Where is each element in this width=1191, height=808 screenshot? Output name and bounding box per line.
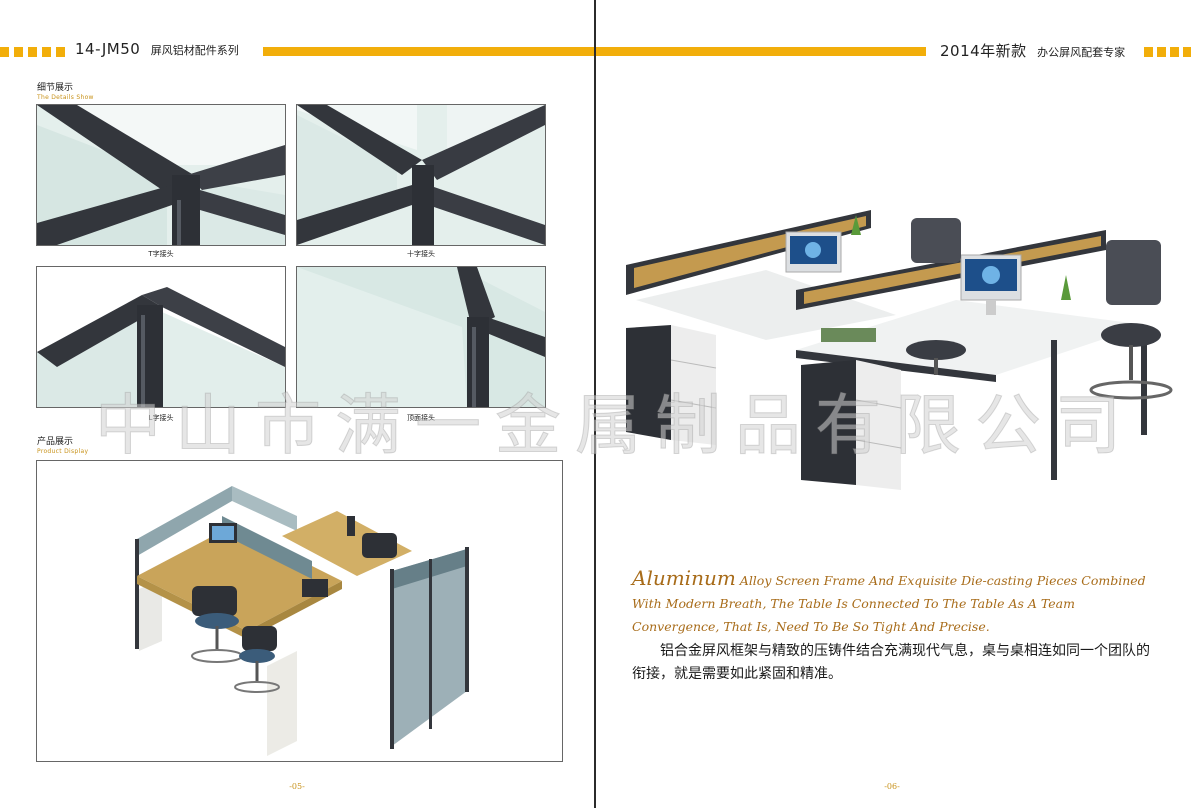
english-lead-word: Aluminum bbox=[632, 566, 736, 590]
chinese-description: 铝合金屏风框架与精致的压铸件结合充满现代气息，桌与桌相连如同一个团队的衔接，就是… bbox=[632, 640, 1162, 686]
header-square bbox=[28, 47, 37, 57]
company-watermark: 中山市满一金属制品有限公司 bbox=[95, 387, 1135, 465]
header-square bbox=[0, 47, 9, 57]
product-title: 产品展示 bbox=[37, 437, 74, 447]
series-title: 屏风铝材配件系列 bbox=[150, 44, 239, 57]
header-square bbox=[1170, 47, 1179, 57]
left-page: 14-JM50 屏风铝材配件系列 细节展示 The Details Show T… bbox=[0, 0, 595, 808]
page-spine bbox=[594, 0, 596, 808]
chinese-body: 铝合金屏风框架与精致的压铸件结合充满现代气息，桌与桌相连如同一个团队的衔接，就是… bbox=[632, 643, 1150, 682]
header-subtitle: 办公屏风配套专家 bbox=[1037, 46, 1126, 59]
detail-caption: 顶面接头 bbox=[407, 414, 435, 422]
cross-joint-photo bbox=[296, 104, 546, 246]
page-number: -05- bbox=[289, 782, 305, 791]
header-square bbox=[56, 47, 65, 57]
series-code: 14-JM50 bbox=[75, 40, 141, 58]
right-header: 2014年新款 办公屏风配套专家 bbox=[940, 40, 1125, 61]
header-square bbox=[1157, 47, 1166, 57]
header-bar bbox=[263, 47, 595, 56]
detail-caption: 十字接头 bbox=[407, 250, 435, 258]
details-subtitle: The Details Show bbox=[37, 94, 94, 101]
header-square bbox=[42, 47, 51, 57]
english-description: Aluminum Alloy Screen Frame And Exquisit… bbox=[632, 567, 1162, 638]
header-square bbox=[1144, 47, 1153, 57]
page-number: -06- bbox=[884, 782, 900, 791]
product-display-photo bbox=[36, 460, 563, 762]
english-body: Alloy Screen Frame And Exquisite Die-cas… bbox=[632, 573, 1146, 634]
header-bar bbox=[596, 47, 926, 56]
workstation-photo bbox=[626, 210, 1173, 490]
header-square bbox=[1183, 47, 1191, 57]
left-header: 14-JM50 屏风铝材配件系列 bbox=[75, 40, 239, 58]
header-square bbox=[14, 47, 23, 57]
t-joint-photo bbox=[36, 104, 286, 246]
year-title: 2014年新款 bbox=[940, 42, 1027, 60]
product-subtitle: Product Display bbox=[37, 448, 89, 455]
details-title: 细节展示 bbox=[37, 83, 74, 93]
detail-caption: T字接头 bbox=[148, 250, 174, 258]
detail-caption: L字接头 bbox=[148, 414, 174, 422]
l-joint-photo bbox=[36, 266, 286, 408]
top-joint-photo bbox=[296, 266, 546, 408]
right-page: 2014年新款 办公屏风配套专家 bbox=[596, 0, 1191, 808]
